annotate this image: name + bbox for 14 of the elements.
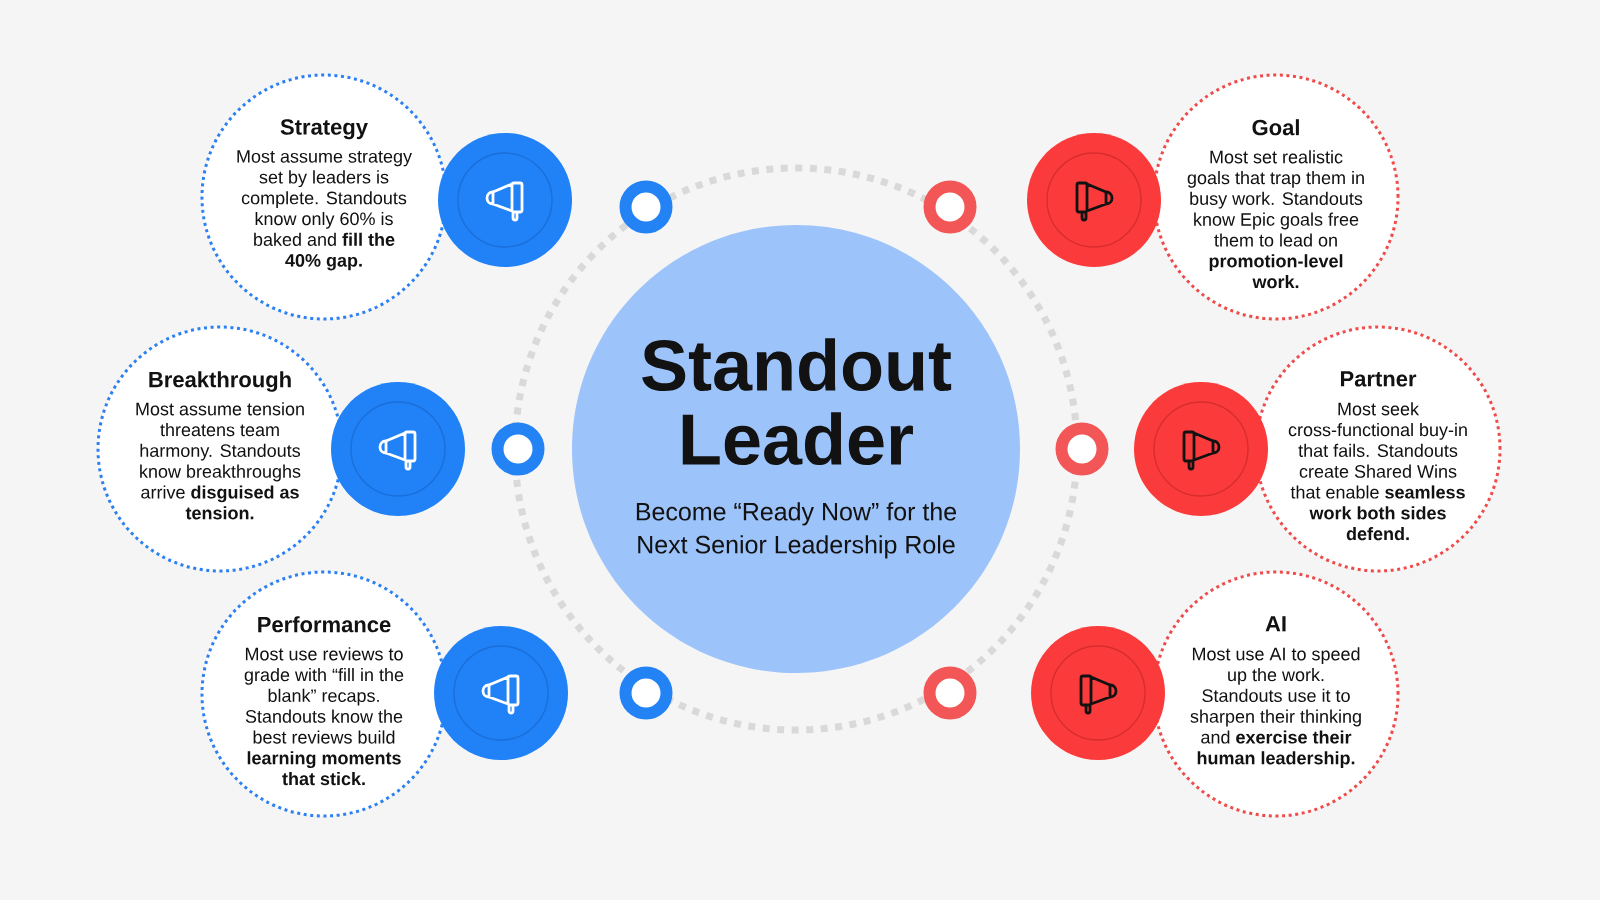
heading: Performance (258, 616, 391, 633)
heading: Goal (1252, 119, 1299, 136)
body-text: Most seek cross-functional buy-in that fails. Standouts create Shared Wins that enable seamless work both sides defend. (1288, 402, 1467, 541)
body-text: Most assume tension threatens team harmony. Standouts know breakthroughs arrive disguised as tension. (136, 402, 304, 520)
title-text: Standout Leader (642, 338, 952, 466)
body-text: Most use AI to speed up the work. Standouts use it to sharpen their thinking and exercise their human leadership. (1190, 647, 1361, 768)
body-text: Most assume strategy set by leaders is complete. Standouts know only 60% is baked and fill the 40% gap. (237, 150, 412, 271)
body-text: Most use reviews to grade with “fill in the blank” recaps. Standouts know the best reviews build learning moments that stick. (244, 647, 404, 786)
heading: Strategy (280, 119, 368, 140)
heading: Breakthrough (149, 371, 291, 392)
heading: AI (1265, 616, 1286, 632)
body-text: Most set realistic goals that trap them in busy work. Standouts know Epic goals free them to lead on promotion-level work. (1187, 150, 1364, 289)
subtitle-text: Become “Ready Now” for the Next Senior Leadership Role (636, 502, 957, 559)
heading: Partner (1341, 371, 1417, 387)
